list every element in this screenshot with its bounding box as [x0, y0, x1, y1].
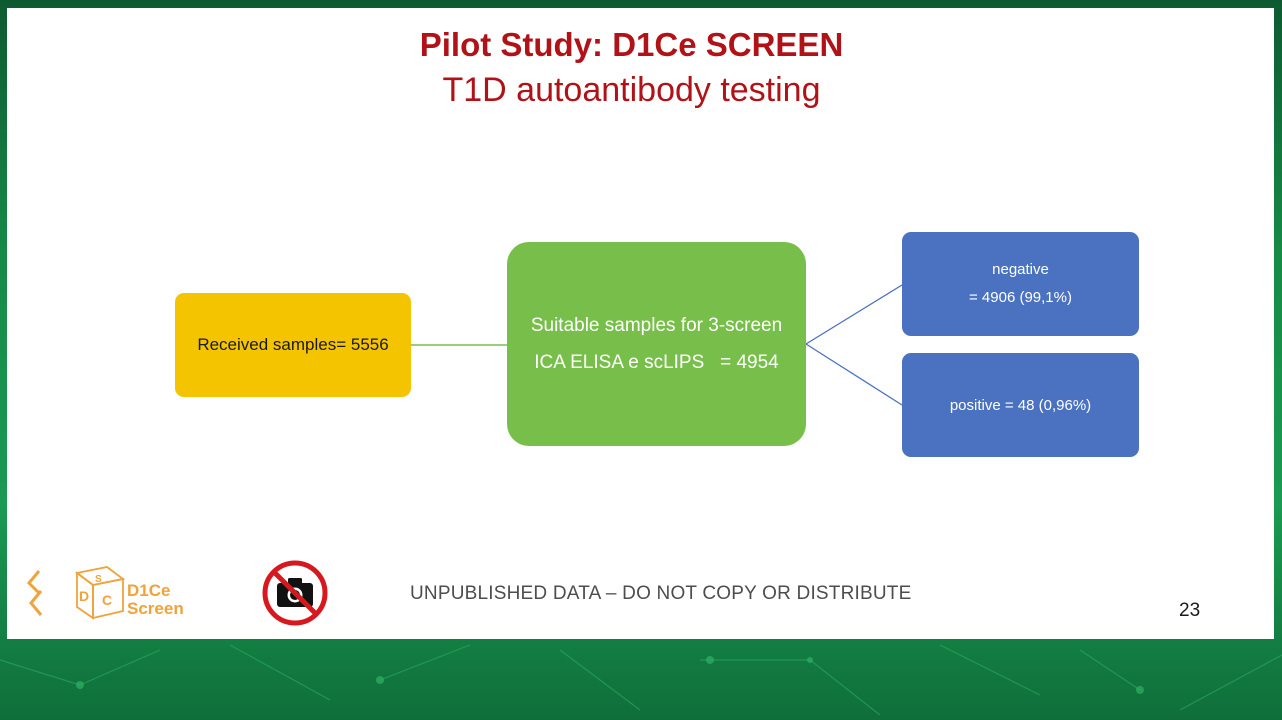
- unpublished-data-notice: UNPUBLISHED DATA – DO NOT COPY OR DISTRI…: [410, 583, 912, 604]
- slide-subtitle: T1D autoantibody testing: [442, 71, 821, 109]
- suitable-samples-box: Suitable samples for 3-screen ICA ELISA …: [507, 242, 806, 446]
- slide: Pilot Study: D1Ce SCREEN T1D autoantibod…: [7, 8, 1274, 639]
- connector-suitable-to-positive: [805, 343, 903, 406]
- slide-title: Pilot Study: D1Ce SCREEN: [419, 26, 844, 63]
- negative-result-line2: = 4906 (99,1%): [969, 289, 1072, 306]
- d1ce-screen-logo: S D C D1Ce Screen: [27, 566, 184, 620]
- positive-result-label: positive = 48 (0,96%): [949, 396, 1092, 414]
- negative-result-box: negative = 4906 (99,1%): [902, 232, 1139, 336]
- negative-result-line1: negative: [992, 261, 1049, 278]
- received-samples-label: Received samples= 5556: [197, 335, 389, 354]
- logo-text-screen: Screen: [127, 599, 184, 618]
- page-number: 23: [1179, 600, 1201, 621]
- no-camera-icon: [262, 560, 328, 626]
- suitable-samples-line1: Suitable samples for 3-screen: [530, 315, 783, 336]
- positive-result-box: positive = 48 (0,96%): [902, 353, 1139, 457]
- logo-cube-letter-s: S: [95, 574, 102, 585]
- suitable-samples-line2: ICA ELISA e scLIPS = 4954: [534, 352, 779, 373]
- connector-suitable-to-negative: [805, 284, 903, 345]
- logo-text-d1ce: D1Ce: [127, 581, 170, 600]
- received-samples-box: Received samples= 5556: [175, 293, 411, 397]
- logo-cube-letter-c: C: [102, 592, 112, 608]
- background-network-decoration: [0, 644, 1282, 716]
- logo-cube-letter-d: D: [79, 588, 89, 604]
- flow-connectors: [411, 284, 903, 406]
